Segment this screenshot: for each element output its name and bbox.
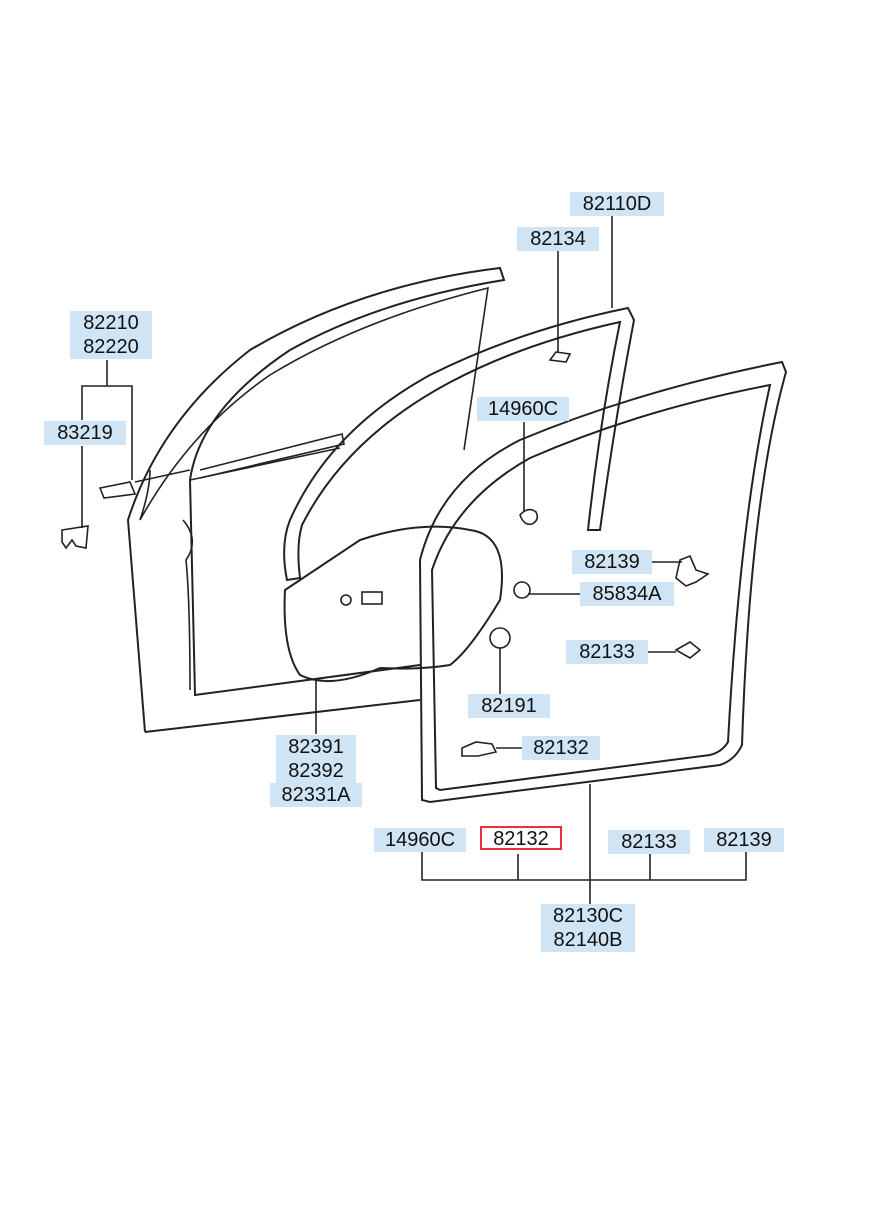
label-82110D[interactable]: 82110D bbox=[570, 192, 664, 216]
label-82191[interactable]: 82191 bbox=[468, 694, 550, 718]
door-sheet bbox=[283, 525, 503, 683]
label-82132-top[interactable]: 82132 bbox=[522, 736, 600, 760]
label-82331A[interactable]: 82331A bbox=[270, 783, 362, 807]
label-82132-bottom-highlighted[interactable]: 82132 bbox=[480, 826, 562, 850]
label-82130C[interactable]: 82130C bbox=[541, 904, 635, 928]
label-82220[interactable]: 82220 bbox=[70, 335, 152, 359]
label-82140B[interactable]: 82140B bbox=[541, 928, 635, 952]
label-82139-top[interactable]: 82139 bbox=[572, 550, 652, 574]
label-82134[interactable]: 82134 bbox=[517, 227, 599, 251]
upper-frame-weatherstrip bbox=[283, 306, 636, 582]
label-14960C-bottom[interactable]: 14960C bbox=[374, 828, 466, 852]
label-82139-bottom[interactable]: 82139 bbox=[704, 828, 784, 852]
door-weatherstrip bbox=[418, 360, 788, 804]
label-82133-bottom[interactable]: 82133 bbox=[608, 830, 690, 854]
label-82210[interactable]: 82210 bbox=[70, 311, 152, 335]
label-85834A[interactable]: 85834A bbox=[580, 582, 674, 606]
label-83219[interactable]: 83219 bbox=[44, 421, 126, 445]
label-14960C-top[interactable]: 14960C bbox=[477, 397, 569, 421]
label-82133-top[interactable]: 82133 bbox=[566, 640, 648, 664]
label-82391[interactable]: 82391 bbox=[276, 735, 356, 759]
clips bbox=[61, 508, 710, 757]
label-82392[interactable]: 82392 bbox=[276, 759, 356, 783]
door-shell bbox=[98, 266, 506, 733]
